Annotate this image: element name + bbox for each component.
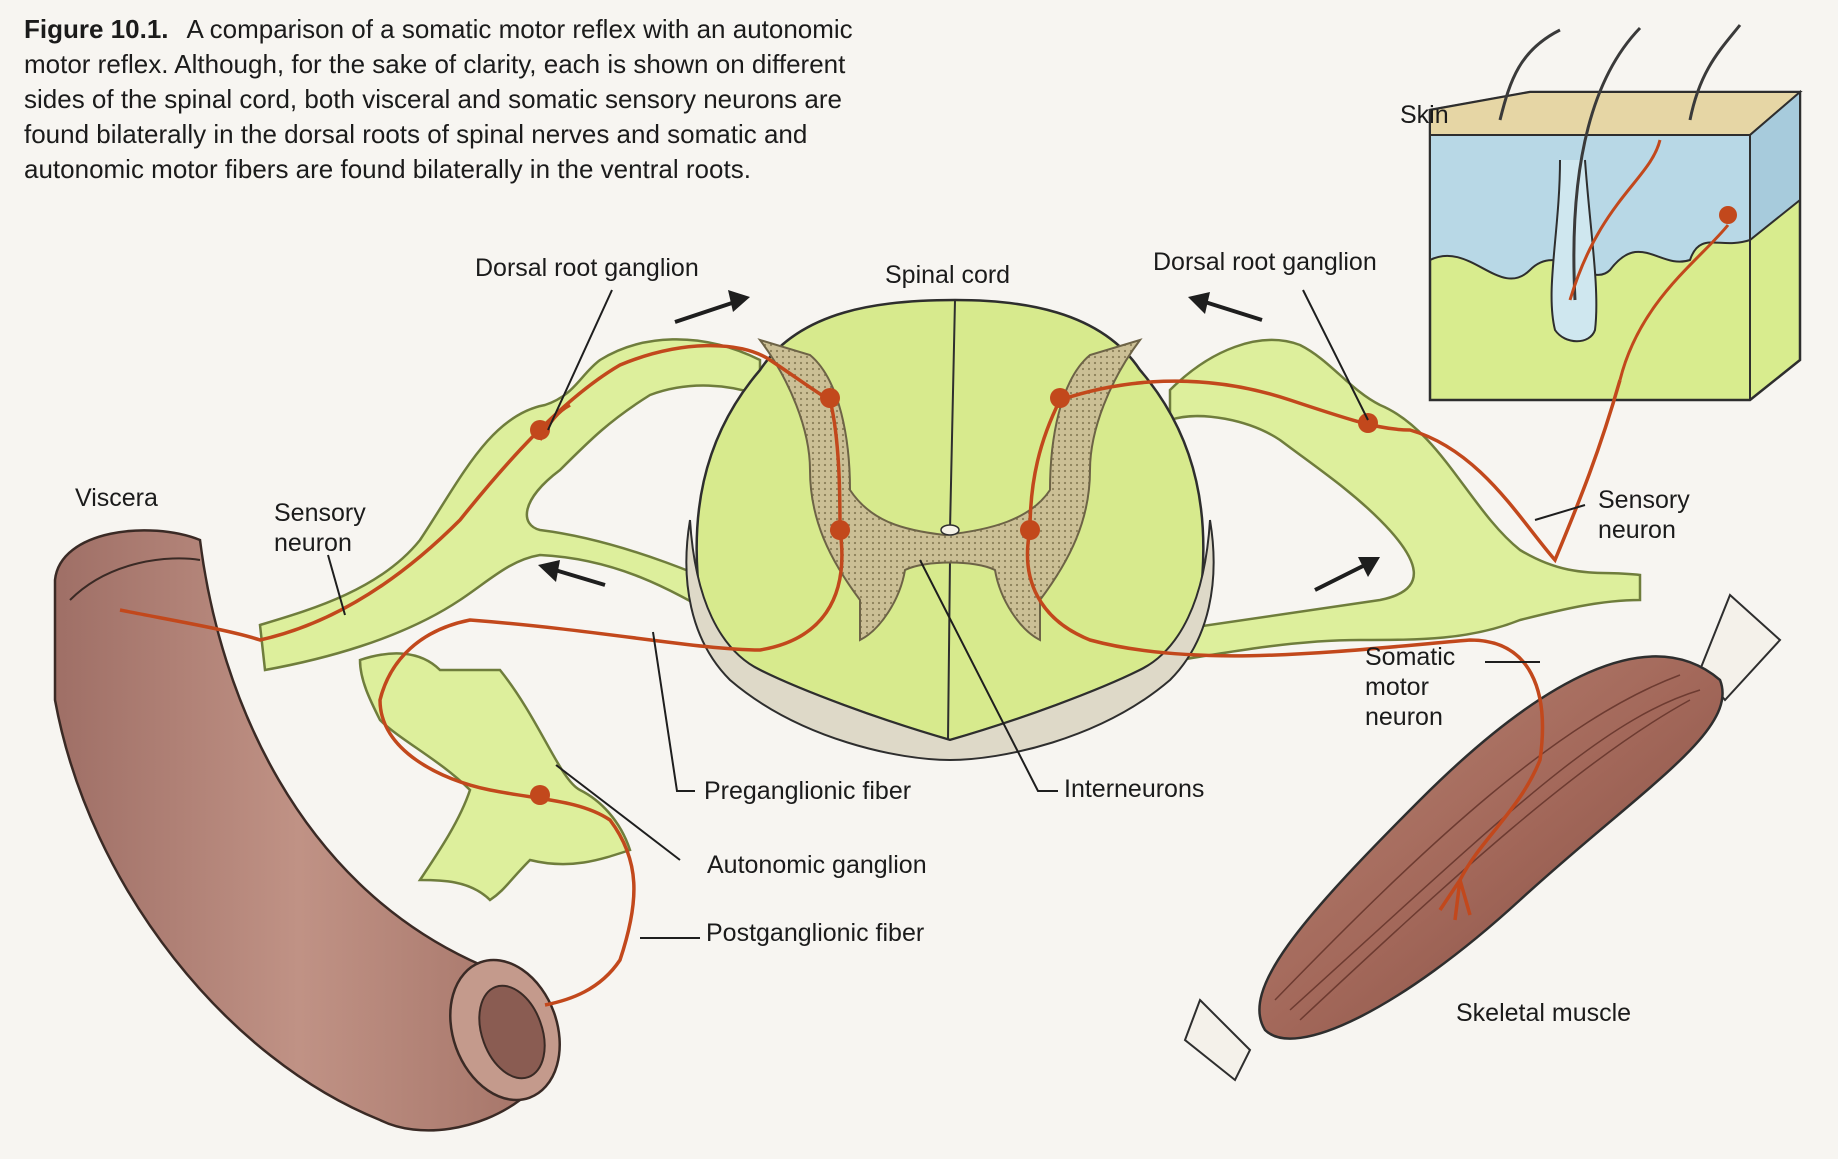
label-sensory-neuron-right-line2: neuron — [1598, 516, 1676, 544]
label-viscera: Viscera — [75, 484, 158, 512]
label-skeletal-muscle: Skeletal muscle — [1456, 999, 1632, 1027]
caption-text: A comparison of a somatic motor reflex w… — [24, 14, 853, 184]
label-somatic-motor-line2: motor — [1365, 673, 1429, 701]
label-sensory-neuron-left-line1: Sensory — [274, 499, 366, 527]
arrow-icon — [1188, 292, 1263, 322]
figure-label: Figure 10.1. — [24, 14, 169, 44]
label-sensory-neuron-left: Sensory neuron — [274, 498, 366, 558]
label-dorsal-root-ganglion-left: Dorsal root ganglion — [475, 254, 699, 282]
neuron-cell-bodies — [530, 388, 1378, 805]
leader-lines — [327, 289, 1586, 939]
viscera-tube — [53, 529, 561, 1132]
label-skin: Skin — [1400, 101, 1449, 129]
label-sensory-neuron-left-line2: neuron — [274, 529, 352, 557]
label-autonomic-ganglion: Autonomic ganglion — [707, 851, 927, 879]
figure-caption: Figure 10.1.A comparison of a somatic mo… — [24, 12, 884, 187]
direction-arrows — [538, 290, 1380, 592]
label-somatic-motor-line1: Somatic — [1365, 643, 1456, 671]
label-sensory-neuron-right: Sensory neuron — [1598, 485, 1690, 545]
label-sensory-neuron-right-line1: Sensory — [1598, 486, 1690, 514]
label-somatic-motor-line3: neuron — [1365, 703, 1443, 731]
arrow-icon — [674, 290, 750, 324]
skin-block — [1428, 24, 1803, 402]
arrow-icon — [538, 560, 606, 587]
label-somatic-motor-neuron: Somatic motor neuron — [1365, 642, 1455, 732]
label-preganglionic-fiber: Preganglionic fiber — [704, 777, 912, 805]
label-spinal-cord: Spinal cord — [885, 261, 1011, 289]
nerve-fibers — [258, 338, 1642, 902]
skeletal-muscle — [1183, 593, 1782, 1082]
arrow-icon — [1314, 557, 1380, 592]
label-dorsal-root-ganglion-right: Dorsal root ganglion — [1153, 248, 1377, 276]
label-postganglionic-fiber: Postganglionic fiber — [706, 919, 925, 947]
label-interneurons: Interneurons — [1064, 775, 1205, 803]
spinal-cord — [685, 298, 1215, 762]
